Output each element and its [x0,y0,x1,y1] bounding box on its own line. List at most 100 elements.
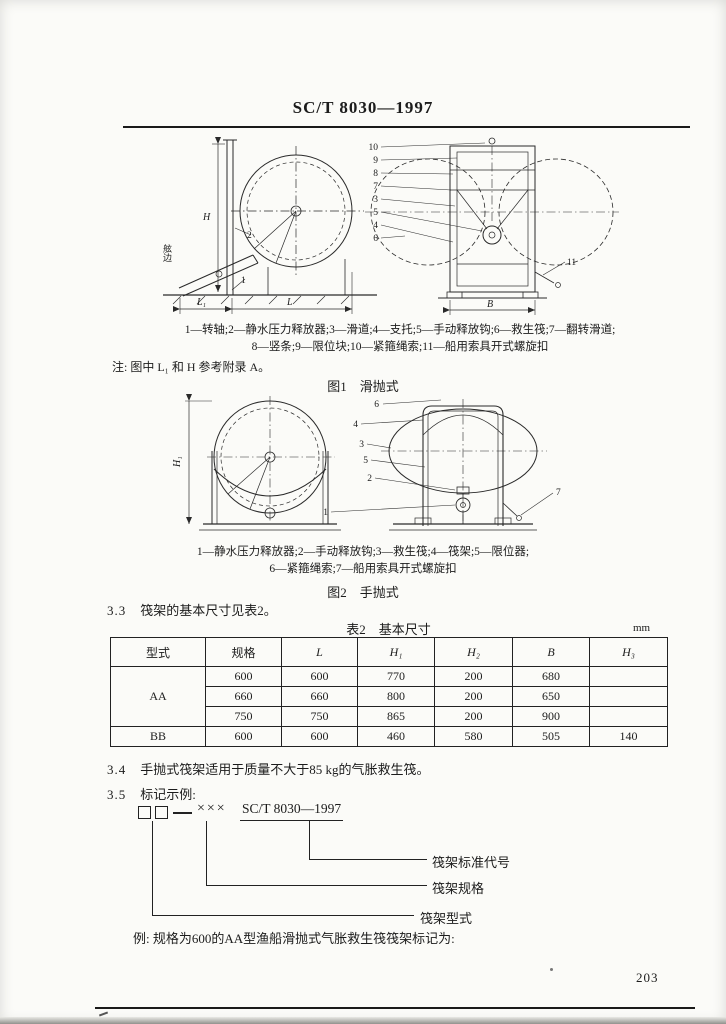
dim-label-H1: H₁ [172,456,183,468]
scan-speck [98,1011,109,1017]
leader-number: 1 [241,276,246,286]
leader-number: 6 [373,234,378,244]
figure2-drawing: H₁ 6 4 3 5 2 1 7 [172,394,561,531]
leader-number: 7 [373,182,378,192]
figure1-caption-line2: 8—竖条;9—限位块;10—紧箍绳索;11—船用索具开式螺旋扣 [251,341,549,353]
table-cell: 800 [357,686,435,707]
leader-number: 10 [369,143,379,153]
dim-label-B: B [487,299,493,310]
section-number: 3.4 [107,762,127,777]
ship-side-label: 舷边 [162,243,172,263]
marking-standard-ref: SC/T 8030—1997 [240,801,344,821]
section-text: 标记示例: [140,787,196,802]
header-rule [123,126,690,128]
figure2-caption-line2: 6—紧箍绳索;7—船用索具开式螺旋扣 [269,563,457,575]
marking-label-standard-code: 筏架标准代号 [432,855,511,870]
table-header-cell: H₂ [434,637,513,667]
fig2-front-view [330,399,554,531]
marking-connector-standard [309,821,427,860]
scan-speck [550,968,553,971]
table-cell [589,666,668,687]
fig1-side-view [163,137,377,314]
leader-number: 2 [367,474,372,484]
leader-number: 2 [247,231,252,241]
figure1-caption-line1: 1—转轴;2—静水压力释放器;3—滑道;4—支托;5—手动释放钩;6—救生筏;7… [184,324,616,336]
table-cell: 200 [434,686,513,707]
leader-number: 5 [373,208,378,218]
leader-number: 11 [567,258,576,268]
table-unit-label: mm [633,622,651,634]
table-cell: 600 [281,666,358,687]
table-cell [589,686,668,707]
table-cell: 580 [434,726,513,747]
dim-label-L: L [286,297,293,308]
table-cell: 600 [205,726,282,747]
table-cell [589,706,668,727]
section-3-4: 3.4 手抛式筏架适用于质量不大于85 kg的气胀救生筏。 [107,759,430,778]
table-cell: 460 [357,726,435,747]
fig2-annotations: H₁ 6 4 3 5 2 1 7 [172,400,561,518]
table-title: 表2 基本尺寸 [346,622,431,637]
leader-number: 5 [363,456,368,466]
table-cell: 140 [589,726,668,747]
figure1-note: 注: 图中 L₁ 和 H 参考附录 A。 [112,360,271,374]
table-cell: 770 [357,666,435,687]
figure1-title: 图1 滑抛式 [327,379,399,394]
figure2-title: 图2 手抛式 [327,585,399,600]
table-cell: 750 [205,706,282,727]
dim-label-H: H [202,212,211,223]
leader-number: 8 [373,169,378,179]
dim-label-L1: L₁ [196,297,206,308]
table-header-cell: B [512,637,590,667]
type-box [155,806,168,819]
leader-number: 6 [374,400,379,410]
table-cell: 680 [512,666,590,687]
table-header-cell: H₁ [357,637,435,667]
table-cell: 865 [357,706,435,727]
fig1-annotations: H L₁ L B 舷边 1 2 10 9 8 7 3 5 4 6 11 [162,143,576,310]
figure1-drawing: H L₁ L B 舷边 1 2 10 9 8 7 3 5 4 6 11 [162,137,619,315]
marking-label-type: 筏架型式 [420,911,473,926]
marking-label-spec: 筏架规格 [432,881,485,896]
leader-number: 7 [556,488,561,498]
section-3-5: 3.5 标记示例: [107,784,196,803]
fig1-front-view [365,137,619,315]
marking-type-boxes [138,806,172,824]
table-header-cell: 型式 [110,637,206,667]
leader-number: 3 [359,440,364,450]
figure2-caption-line1: 1—静水压力释放器;2—手动释放钩;3—救生筏;4—筏架;5—限位器; [196,546,530,558]
table-cell: 650 [512,686,590,707]
standard-code-header: SC/T 8030—1997 [292,98,434,117]
table-cell: 600 [205,666,282,687]
table-header-cell: H₃ [589,637,668,667]
table-header-cell: L [281,637,358,667]
table-type-cell: AA [110,666,206,727]
marking-connector-type [152,821,414,916]
table-cell: 505 [512,726,590,747]
table-cell: 750 [281,706,358,727]
section-text: 手抛式筏架适用于质量不大于85 kg的气胀救生筏。 [140,762,430,777]
table-type-cell: BB [110,726,206,747]
type-box [138,806,151,819]
marking-connector-spec [206,821,427,886]
marking-dash [173,812,192,814]
marking-spec-placeholder: ××× [197,801,227,816]
scan-edge [0,1017,726,1024]
section-number: 3.3 [107,603,127,618]
leader-number: 9 [373,156,378,166]
table-cell: 660 [281,686,358,707]
page-number: 203 [636,970,659,985]
leader-number: 3 [373,195,378,205]
leader-number: 4 [373,221,378,231]
table-cell: 200 [434,706,513,727]
section-number: 3.5 [107,787,127,802]
leader-number: 4 [353,420,358,430]
